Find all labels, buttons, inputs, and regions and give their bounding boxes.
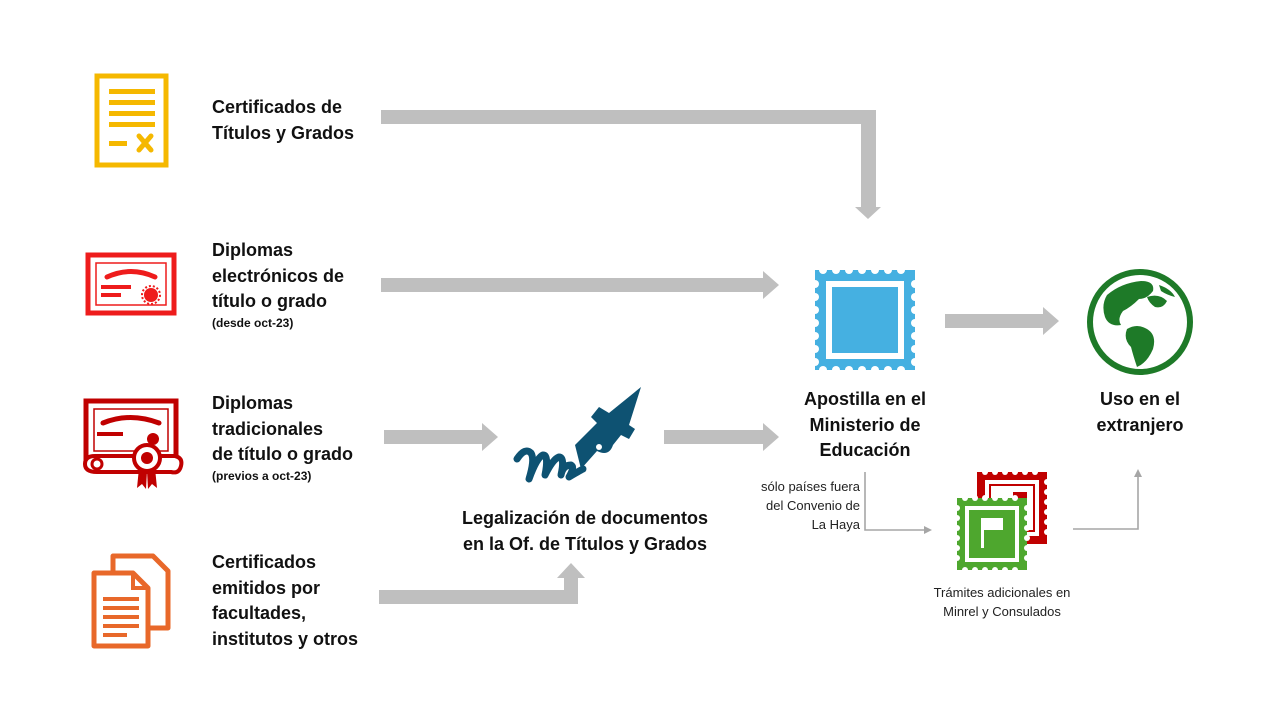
label-certificados-facultades: Certificados emitidos por facultades, in… <box>212 550 358 652</box>
label-line: título o grado <box>212 291 327 311</box>
label-note: (desde oct-23) <box>212 315 294 330</box>
certificate-icon <box>85 252 177 316</box>
label-line: La Haya <box>811 517 860 532</box>
label-line: Minrel y Consulados <box>943 604 1061 619</box>
files-icon <box>91 553 171 649</box>
arrow-apostilla-to-extranjero <box>945 307 1059 335</box>
label-line: Educación <box>819 440 911 460</box>
diploma-icon <box>82 398 184 489</box>
label-tramites: Trámites adicionales en Minrel y Consula… <box>912 583 1092 621</box>
label-line: tradicionales <box>212 418 324 439</box>
globe-icon <box>1087 269 1193 375</box>
label-diplomas-tradicionales: Diplomas tradicionales de título o grado… <box>212 391 353 484</box>
label-line: institutos y otros <box>212 628 359 649</box>
thin-arrow-to-extranjero <box>1073 476 1139 530</box>
label-line: Diplomas <box>212 240 294 260</box>
stamp-icon <box>811 266 919 374</box>
label-apostilla: Apostilla en el Ministerio de Educación <box>785 387 945 464</box>
label-legalizacion: Legalización de documentos en la Of. de … <box>440 506 730 557</box>
label-note: (previos a oct-23) <box>212 468 312 483</box>
pen-signature-icon <box>513 387 641 483</box>
label-extranjero: Uso en el extranjero <box>1075 387 1205 438</box>
arrow-electronicos-to-apostilla <box>381 271 779 299</box>
label-line: del Convenio de <box>766 498 860 513</box>
label-line: Legalización de documentos <box>461 508 709 528</box>
label-line: de título o grado <box>212 444 353 464</box>
arrow-tradicionales-to-legalizacion <box>384 423 498 451</box>
arrow-certificados-to-apostilla <box>381 110 881 219</box>
label-line: Ministerio de <box>809 414 921 435</box>
label-convenio-haya: sólo países fuera del Convenio de La Hay… <box>740 477 860 534</box>
label-diplomas-electronicos: Diplomas electrónicos de título o grado … <box>212 238 344 331</box>
thin-arrow-to-tramites <box>864 472 928 531</box>
label-line: Títulos y Grados <box>212 122 355 143</box>
label-line: emitidos por <box>212 577 321 598</box>
label-line: en la Of. de Títulos y Grados <box>462 533 708 554</box>
label-line: extranjero <box>1096 414 1184 435</box>
label-line: sólo países fuera <box>760 479 860 494</box>
label-line: Diplomas <box>212 393 294 413</box>
stamps-icon <box>954 469 1050 573</box>
label-line: Apostilla en el <box>803 389 927 409</box>
label-line: Certificados de <box>212 97 343 117</box>
label-line: Trámites adicionales en <box>933 585 1071 600</box>
label-line: electrónicos de <box>212 265 345 286</box>
label-certificados: Certificados de Títulos y Grados <box>212 95 354 146</box>
arrow-facultades-to-legalizacion <box>379 563 585 604</box>
document-icon <box>94 73 169 168</box>
label-line: Uso en el <box>1099 389 1181 409</box>
label-line: Certificados <box>212 552 317 572</box>
label-line: facultades, <box>212 603 307 623</box>
arrow-legalizacion-to-apostilla <box>664 423 779 451</box>
